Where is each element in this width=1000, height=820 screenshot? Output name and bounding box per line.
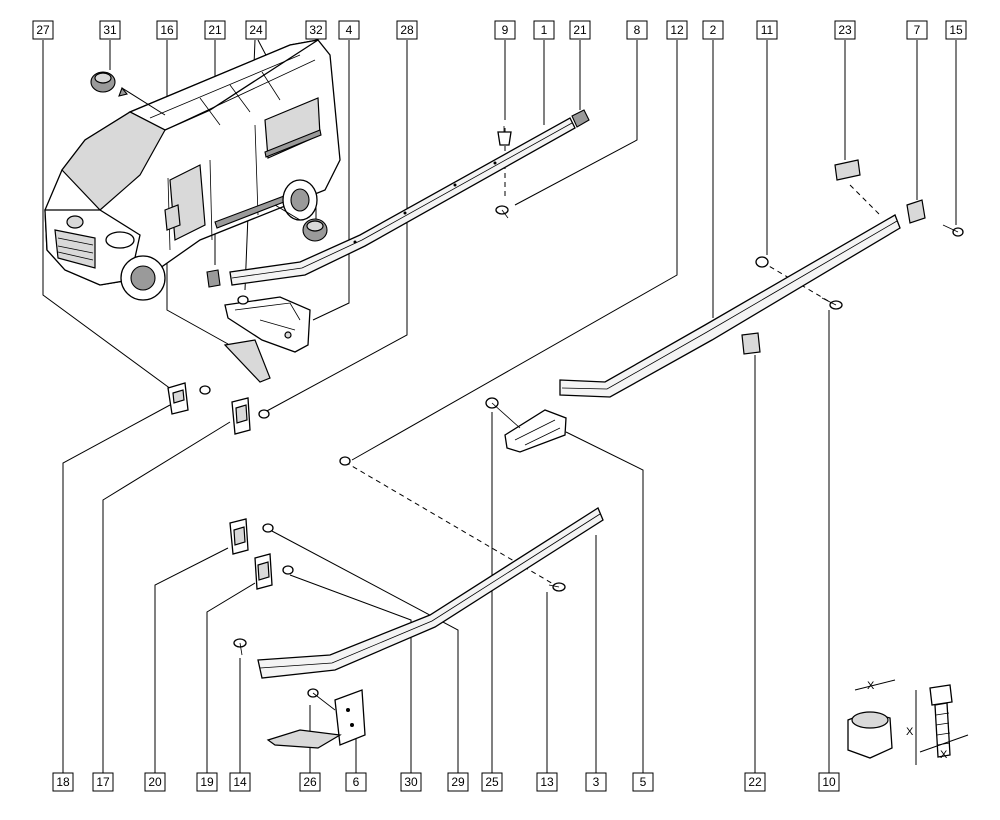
callouts-top: 27 31 16 21 24 32 4 28 9 1 21 8 12 2 11 … <box>32 20 967 40</box>
part-29-bracket <box>229 518 274 555</box>
callout-27: 27 <box>36 23 50 37</box>
callout-4: 4 <box>346 23 353 37</box>
callout-21: 21 <box>208 23 222 37</box>
part-3-lower-rail <box>257 507 604 679</box>
callouts-bottom: 18 17 20 19 14 26 6 30 29 25 13 3 5 22 1… <box>52 772 840 792</box>
callout-13: 13 <box>540 775 554 789</box>
callout-8: 8 <box>634 23 641 37</box>
part-2-side-rail <box>559 214 901 398</box>
part-24-screw <box>237 295 249 305</box>
part-7-end-cap <box>906 199 926 224</box>
callout-30: 30 <box>404 775 418 789</box>
part-26-screw <box>307 688 336 711</box>
part-10-screw <box>821 297 843 310</box>
part-25-screw <box>485 397 521 429</box>
callout-10: 10 <box>822 775 836 789</box>
leader-lines <box>42 39 957 773</box>
part-30-bracket <box>254 553 294 590</box>
callout-14: 14 <box>233 775 247 789</box>
callout-31: 31 <box>103 23 117 37</box>
part-31-clip <box>90 71 116 93</box>
callout-3: 3 <box>593 775 600 789</box>
bolt-dimension-legend: X X <box>906 684 969 765</box>
part-23-pad <box>834 159 861 181</box>
callout-11: 11 <box>761 23 774 37</box>
callout-2: 2 <box>710 23 717 37</box>
callout-17: 17 <box>96 775 110 789</box>
part-27-bracket <box>167 382 211 415</box>
part-15-screw <box>942 224 964 237</box>
part-6-bracket <box>266 689 366 749</box>
part-8-screw <box>495 205 509 219</box>
callout-25: 25 <box>485 775 499 789</box>
part-13-screw <box>548 582 566 592</box>
leader-19 <box>206 582 256 773</box>
callout-18: 18 <box>56 775 70 789</box>
nut-label: X <box>867 680 875 692</box>
callout-22: 22 <box>748 775 762 789</box>
callout-15: 15 <box>949 23 963 37</box>
leader-4 <box>312 40 350 321</box>
bolt-diameter-label: X <box>940 749 948 761</box>
leader-28 <box>264 40 408 413</box>
callout-6: 6 <box>353 775 360 789</box>
assembly-lines <box>344 128 881 586</box>
leader-27 <box>42 40 176 393</box>
callout-5: 5 <box>640 775 647 789</box>
callout-12: 12 <box>670 23 684 37</box>
callout-26: 26 <box>303 775 317 789</box>
leader-20 <box>154 547 229 773</box>
part-1-upper-rail <box>229 117 576 286</box>
leader-17 <box>102 421 231 773</box>
leader-12 <box>351 40 678 461</box>
part-22-block <box>741 332 761 355</box>
part-9-clip <box>497 126 512 146</box>
callout-21-right: 21 <box>573 23 587 37</box>
leader-8 <box>514 40 638 206</box>
callout-19: 19 <box>200 775 214 789</box>
part-5-bracket <box>504 409 567 453</box>
callout-16: 16 <box>160 23 174 37</box>
callout-24: 24 <box>249 23 263 37</box>
part-12-washer <box>339 456 351 466</box>
leader-5 <box>565 431 644 773</box>
callout-20: 20 <box>148 775 162 789</box>
part-4-bracket <box>224 296 311 353</box>
part-11-washer <box>755 256 769 268</box>
part-16-trim <box>223 339 271 383</box>
van-illustration <box>44 39 341 301</box>
callout-23: 23 <box>838 23 852 37</box>
callout-1: 1 <box>541 23 548 37</box>
callout-28: 28 <box>400 23 414 37</box>
callout-29: 29 <box>451 775 465 789</box>
callout-7: 7 <box>914 23 921 37</box>
leader-18 <box>62 404 171 773</box>
callout-32: 32 <box>309 23 323 37</box>
part-21-end-caps <box>206 109 590 288</box>
leader-30 <box>289 574 412 773</box>
bolt-length-label: X <box>906 726 914 738</box>
callout-9: 9 <box>502 23 509 37</box>
part-14-screw <box>233 638 247 656</box>
leader-29 <box>269 529 459 773</box>
part-28-bracket <box>231 397 270 435</box>
part-32-clip <box>302 218 328 242</box>
nut-dimension-legend: X <box>847 679 896 759</box>
